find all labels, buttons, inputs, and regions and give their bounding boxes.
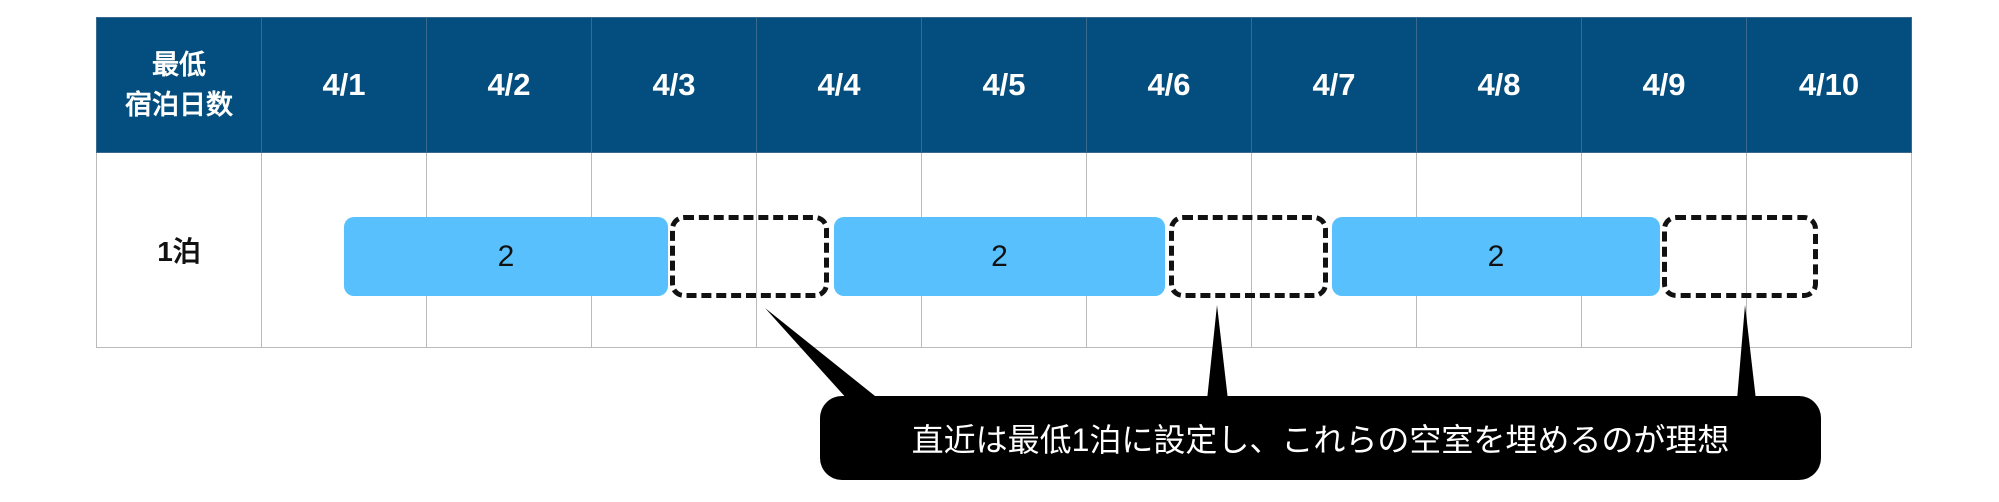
header-label-line1: 最低 (152, 50, 206, 80)
header-row: 最低宿泊日数 4/1 4/2 4/3 4/4 4/5 4/6 4/7 4/8 4… (96, 17, 1912, 153)
date-header: 4/5 (921, 17, 1087, 153)
booking-bar: 2 (1332, 217, 1660, 296)
date-header: 4/2 (426, 17, 592, 153)
date-header: 4/10 (1746, 17, 1912, 153)
booking-bar: 2 (344, 217, 668, 296)
vacant-slot (1169, 215, 1328, 298)
min-nights-header: 最低宿泊日数 (96, 17, 262, 153)
date-header: 4/8 (1416, 17, 1582, 153)
date-header: 4/1 (261, 17, 427, 153)
callout-pointer (1207, 305, 1228, 400)
row-label: 1泊 (96, 152, 262, 348)
booking-bar: 2 (834, 217, 1165, 296)
vacant-slot (670, 215, 829, 298)
callout-box: 直近は最低1泊に設定し、これらの空室を埋めるのが理想 (820, 396, 1821, 480)
cell (1746, 152, 1912, 348)
date-header: 4/7 (1251, 17, 1417, 153)
vacant-slot (1662, 215, 1818, 298)
callout-text: 直近は最低1泊に設定し、これらの空室を埋めるのが理想 (911, 422, 1730, 458)
date-header: 4/4 (756, 17, 922, 153)
header-label-line2: 宿泊日数 (125, 90, 233, 120)
callout-pointer (1737, 305, 1756, 400)
date-header: 4/9 (1581, 17, 1747, 153)
callout-pointer (765, 308, 880, 400)
date-header: 4/6 (1086, 17, 1252, 153)
